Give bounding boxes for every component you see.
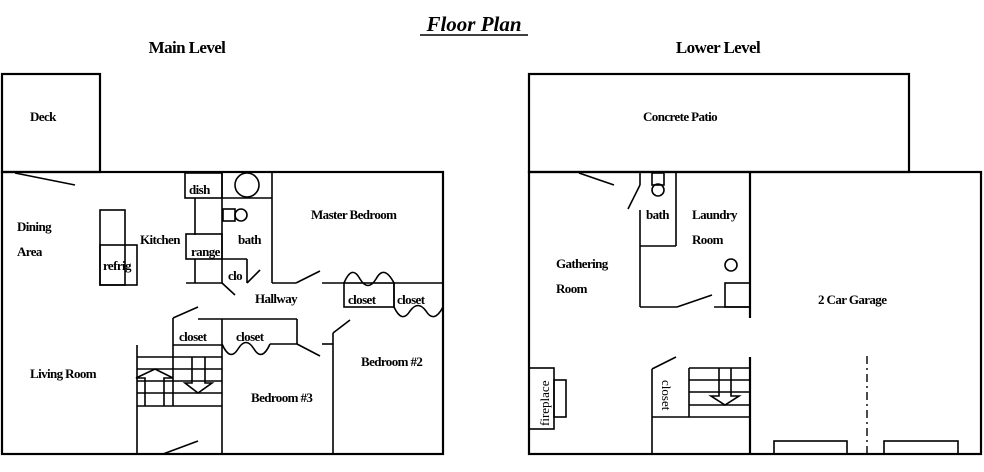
hallway-label: Hallway (255, 291, 298, 306)
garage-door-left (773, 440, 848, 455)
master-closet-2-label: closet (397, 292, 426, 307)
lower-level-outer-walls (527, 170, 983, 456)
dish-label: dish (189, 182, 211, 197)
living-room-label: Living Room (30, 366, 97, 381)
range-label: range (191, 244, 221, 259)
plan-title: Floor Plan (425, 12, 521, 36)
dining-label-2: Area (17, 244, 43, 259)
stair-closet-label: closet (179, 329, 208, 344)
garage-label: 2 Car Garage (818, 292, 887, 307)
stair-closet-door (172, 306, 199, 319)
bedroom3-door (296, 343, 321, 357)
closet-door-wave-2 (393, 304, 444, 318)
toilet-tank-icon (222, 208, 236, 222)
entry-door (162, 440, 199, 455)
bedroom2-label: Bedroom #2 (361, 354, 422, 369)
gathering-label-1: Gathering (556, 256, 609, 271)
bed3-closet-wave (221, 341, 271, 356)
main-level-heading: Main Level (149, 38, 227, 57)
water-heater (724, 282, 751, 308)
closet-door-wave (343, 271, 395, 287)
bedroom3-label: Bedroom #3 (251, 390, 313, 405)
bath-door (627, 184, 641, 210)
master-closet-1-label: closet (348, 292, 377, 307)
lower-closet-label: closet (659, 380, 674, 411)
dining-label-1: Dining (17, 219, 52, 234)
dining-door (14, 172, 76, 186)
laundry-door (676, 294, 713, 308)
toilet-bowl-icon (651, 183, 665, 197)
refrig-label: refrig (103, 258, 132, 273)
toilet-tank-icon (651, 172, 665, 186)
toilet-bowl-icon (234, 208, 248, 222)
floor-drain-icon (724, 258, 738, 272)
lower-level-heading: Lower Level (676, 38, 761, 57)
laundry-label-1: Laundry (692, 207, 738, 222)
gathering-door (578, 172, 615, 186)
master-door (295, 270, 321, 284)
kitchen-label: Kitchen (140, 232, 181, 247)
laundry-label-2: Room (692, 232, 724, 247)
patio-label: Concrete Patio (643, 109, 717, 124)
patio-outline (527, 72, 911, 174)
stair-down-arrow-icon (182, 357, 215, 394)
fireplace-hearth (553, 379, 567, 418)
bath-door (221, 282, 236, 296)
clo-label: clo (228, 268, 242, 283)
stair-up-arrow-icon (135, 368, 174, 406)
fireplace-label: fireplace (537, 380, 552, 426)
closet-door (651, 356, 677, 370)
bath-label: bath (238, 232, 262, 247)
bedroom2-door (332, 319, 351, 334)
main-level: Main Level Deck Dining Area refrig Kitch… (0, 38, 445, 456)
lower-bath-label: bath (646, 207, 670, 222)
clo-door (246, 269, 261, 284)
refrigerator (99, 244, 138, 286)
bed3-closet-label: closet (236, 329, 265, 344)
refrigerator-body (99, 209, 126, 286)
deck-label: Deck (30, 109, 57, 124)
bath-tub-icon (234, 172, 260, 198)
garage-door-right (883, 440, 959, 455)
lower-level: Lower Level Concrete Patio bath Laundry … (527, 38, 983, 456)
master-bedroom-label: Master Bedroom (311, 207, 397, 222)
stair-down-arrow-icon (708, 368, 742, 406)
gathering-label-2: Room (556, 281, 588, 296)
